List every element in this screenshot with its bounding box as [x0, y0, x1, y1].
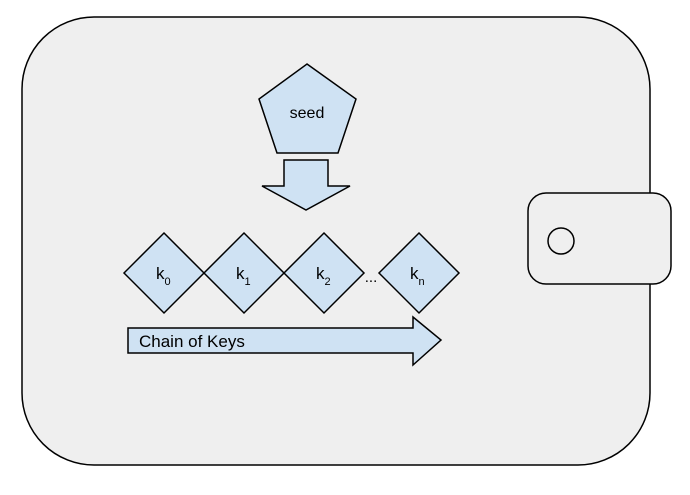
key-label-n-base: k [410, 264, 419, 283]
clasp-button [547, 227, 575, 255]
key-label-0-base: k [156, 264, 165, 283]
key-label-n-sub: n [419, 276, 425, 288]
down-arrow [261, 159, 351, 211]
seed-label: seed [290, 105, 325, 122]
key-label-2-base: k [316, 264, 325, 283]
chain-arrow [127, 315, 443, 367]
key-label-1-base: k [236, 264, 245, 283]
seed-pentagon [258, 63, 357, 154]
chain-label: Chain of Keys [139, 332, 245, 351]
key-ellipsis: ... [365, 269, 378, 286]
key-label-n: kn [410, 264, 425, 288]
key-diamond-1 [202, 231, 286, 315]
key-diamond-2 [282, 231, 366, 315]
key-diamond-n [377, 231, 461, 315]
key-diamond-0 [122, 231, 206, 315]
key-label-2-sub: 2 [325, 276, 331, 288]
key-label-0-sub: 0 [165, 276, 171, 288]
key-label-0: k0 [156, 264, 171, 288]
key-label-1-sub: 1 [245, 276, 251, 288]
key-label-1: k1 [236, 264, 251, 288]
wallet-clasp [527, 192, 672, 285]
key-label-2: k2 [316, 264, 331, 288]
